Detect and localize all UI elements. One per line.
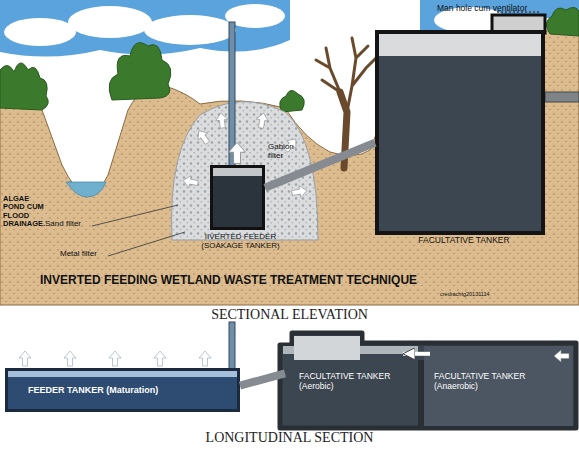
- connecting-pipe: [265, 143, 375, 188]
- cloud: [144, 15, 236, 45]
- flow-arrow: [229, 142, 246, 163]
- node-label: FEEDER TANKER (Maturation): [28, 385, 237, 395]
- cloud: [4, 18, 76, 46]
- node-label: IIVERTED FEEDER (SOAKAGE TANKER): [186, 232, 296, 250]
- partition-wall: [418, 360, 424, 426]
- tree-branch: [316, 38, 380, 112]
- leader-line: [108, 232, 185, 256]
- flow-arrow: [255, 112, 269, 129]
- anaerobic-chamber: FACULTATIVE TANKER (Anaerobic): [430, 346, 570, 424]
- flow-arrow: [19, 351, 31, 366]
- flow-arrow: [182, 175, 199, 189]
- diagram-title: INVERTED FEEDING WETLAND WASTE TREATMENT…: [40, 274, 417, 287]
- flow-arrow: [194, 127, 212, 146]
- watermark: credrachtg20131114: [440, 291, 490, 297]
- maturation-tank: FEEDER TANKER (Maturation): [5, 368, 240, 412]
- connecting-pipe: [240, 373, 285, 385]
- caption-holder: FACULTATIVE TANKER: [379, 236, 549, 246]
- callout-label: Gabion filter: [268, 143, 300, 161]
- aerobic-chamber-top: [294, 336, 360, 360]
- flow-arrow: [403, 352, 430, 356]
- flow-arrow: [291, 185, 308, 199]
- inlet-arrow: [554, 350, 569, 362]
- aerobic-chamber: FACULTATIVE TANKER (Aerobic): [285, 346, 403, 424]
- caption-holder: IIVERTED FEEDER (SOAKAGE TANKER): [186, 232, 296, 250]
- shrub: [109, 43, 171, 100]
- flow-arrow: [154, 351, 166, 366]
- facultative-tank: FACULTATIVE TANKER: [375, 30, 545, 235]
- algae-pond-water: [66, 182, 106, 197]
- node-label: FACULTATIVE TANKER: [379, 236, 549, 246]
- cloud: [68, 6, 152, 38]
- callout-label: Metal filter: [60, 250, 97, 259]
- text-holder: FEEDER TANKER (Maturation): [8, 371, 237, 395]
- septic-tank-shell: [280, 333, 576, 428]
- callout-label: Man hole cum ventilator: [437, 4, 577, 13]
- view-caption: SECTIONAL ELEVATION: [0, 307, 579, 322]
- flow-arrow: [215, 112, 229, 129]
- callout-label: Sand filter: [45, 220, 81, 229]
- text-holder: FACULTATIVE TANKER (Anaerobic): [430, 346, 570, 392]
- node-label: FACULTATIVE TANKER (Aerobic): [299, 372, 403, 392]
- flow-arrow: [64, 351, 76, 366]
- soakage-tank: IIVERTED FEEDER (SOAKAGE TANKER): [210, 165, 265, 230]
- tree-trunk: [340, 92, 347, 168]
- shrub: [546, 7, 579, 36]
- shrub: [0, 63, 48, 110]
- vent-pipe: [229, 322, 235, 370]
- flow-arrow: [199, 351, 211, 366]
- flow-arrow: [109, 351, 121, 366]
- shrub: [280, 90, 305, 112]
- anaerobic-fill: [424, 346, 573, 426]
- callout-label: ALGAE POND CUM FLOOD DRAINAGE.: [3, 195, 49, 228]
- outlet-pipe: [545, 92, 579, 102]
- text-holder: FACULTATIVE TANKER (Aerobic): [285, 346, 403, 392]
- ground-section: [0, 30, 579, 305]
- view-caption: LONGITUDINAL SECTION: [0, 430, 579, 445]
- gabion-filter-mound: [172, 102, 318, 240]
- node-label: FACULTATIVE TANKER (Anaerobic): [434, 372, 570, 392]
- leader-line: [92, 205, 178, 226]
